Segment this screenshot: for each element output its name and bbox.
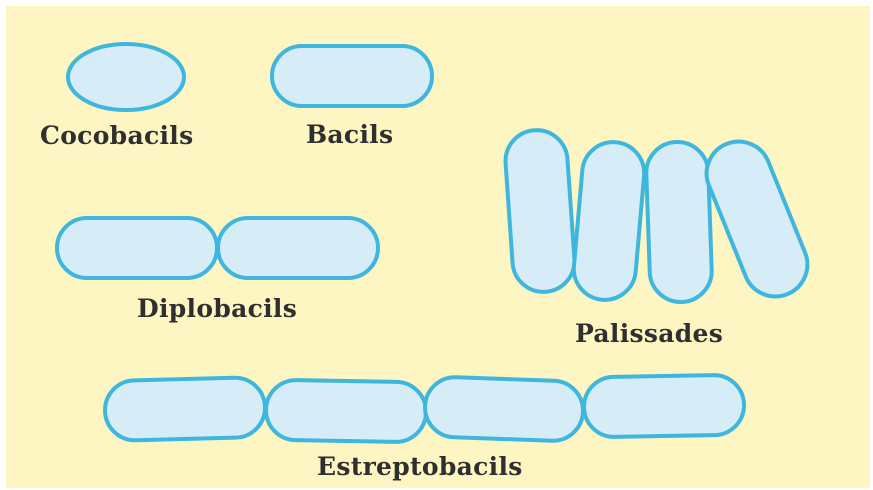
diplobacil-cell-2 — [218, 218, 378, 278]
palissade-cell-3 — [645, 141, 713, 303]
label-palissades: Palissades — [575, 319, 723, 348]
palissade-cell-2 — [571, 140, 647, 303]
cocobacil-cell — [68, 44, 184, 110]
label-estreptobacils: Estreptobacils — [317, 452, 523, 481]
palissade-cell-1 — [503, 128, 576, 294]
label-bacils: Bacils — [306, 120, 393, 149]
estreptobacil-cell-2 — [265, 380, 426, 443]
bacil-cell — [272, 46, 432, 106]
palissade-cell-4 — [697, 132, 817, 306]
estreptobacil-cell-4 — [583, 375, 744, 438]
label-diplobacils: Diplobacils — [137, 294, 297, 323]
estreptobacil-cell-1 — [104, 377, 266, 441]
diplobacil-cell-1 — [57, 218, 217, 278]
estreptobacil-cell-3 — [424, 376, 584, 441]
label-cocobacils: Cocobacils — [40, 121, 193, 150]
